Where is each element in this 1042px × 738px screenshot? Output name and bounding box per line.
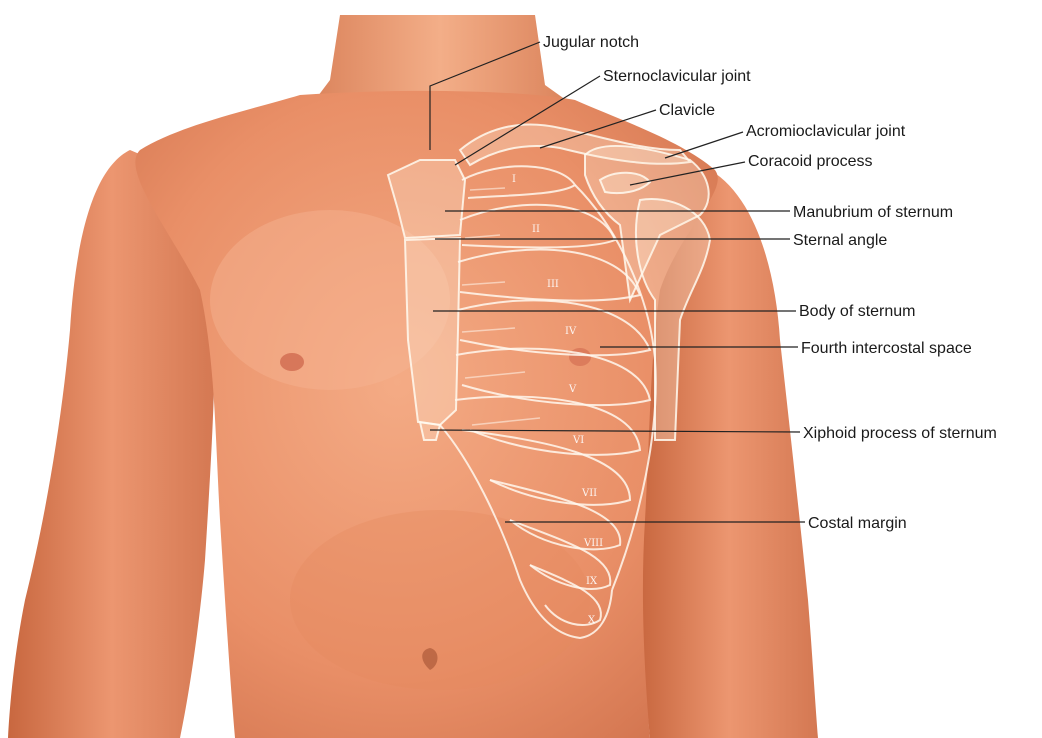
rib-label-10: X: [588, 615, 596, 626]
rib-label-4: IV: [565, 326, 577, 337]
rib-label-1: I: [512, 174, 516, 185]
label-sternoclavicular-joint: Sternoclavicular joint: [603, 68, 751, 85]
rib-label-3: III: [547, 279, 559, 290]
rib-label-9: IX: [586, 576, 598, 587]
label-sternal-angle: Sternal angle: [793, 232, 887, 249]
label-body-of-sternum: Body of sternum: [799, 303, 916, 320]
right-nipple: [569, 348, 591, 366]
rib-label-8: VIII: [583, 538, 603, 549]
left-nipple: [280, 353, 304, 371]
xiphoid-bone: [420, 422, 440, 440]
label-fourth-intercostal-space: Fourth intercostal space: [801, 340, 972, 357]
rib-label-7: VII: [581, 488, 597, 499]
label-jugular-notch: Jugular notch: [543, 34, 639, 51]
abdomen-shade: [290, 510, 590, 690]
rib-label-6: VI: [572, 435, 584, 446]
label-acromioclavicular-joint: Acromioclavicular joint: [746, 123, 906, 140]
label-coracoid-process: Coracoid process: [748, 153, 873, 170]
rib-label-5: V: [568, 384, 577, 395]
label-clavicle: Clavicle: [659, 102, 715, 119]
label-costal-margin: Costal margin: [808, 515, 907, 532]
label-manubrium-of-sternum: Manubrium of sternum: [793, 204, 953, 221]
label-xiphoid-process-of-sternum: Xiphoid process of sternum: [803, 425, 997, 442]
rib-label-2: II: [532, 224, 540, 235]
